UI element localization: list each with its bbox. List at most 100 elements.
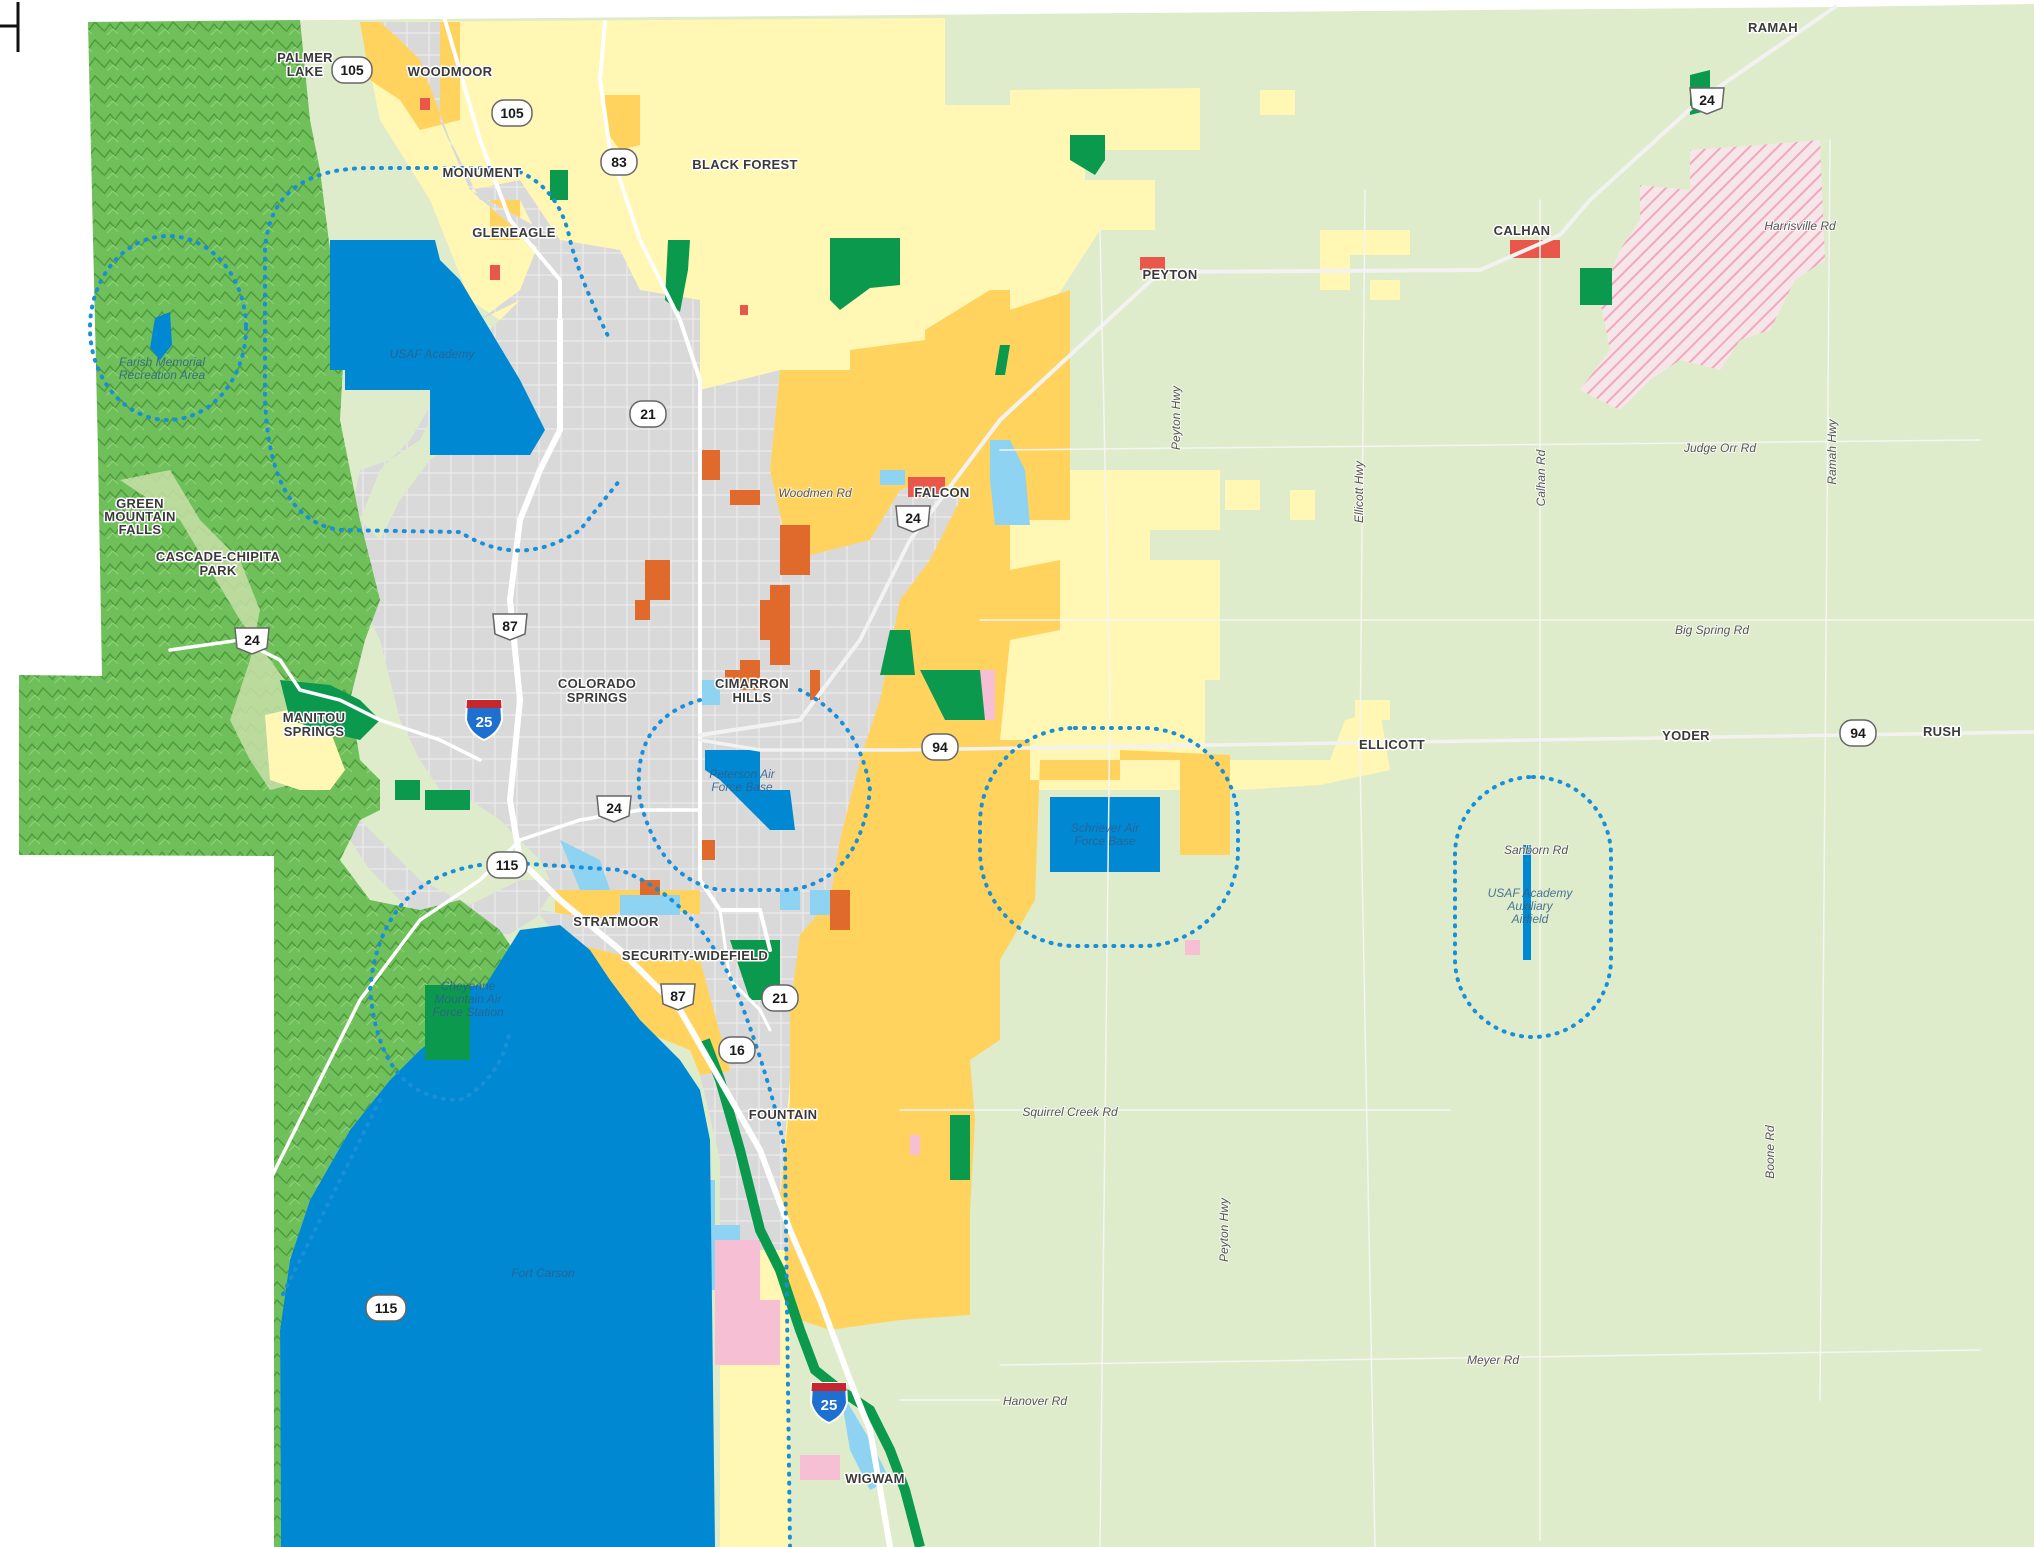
- shield-co-115-north: 115: [486, 851, 528, 879]
- place-gleneagle: GLENEAGLE: [472, 225, 556, 240]
- place-ramah: RAMAH: [1748, 20, 1798, 35]
- shield-us-24-ne: 24: [1689, 87, 1725, 115]
- svg-text:87: 87: [502, 618, 518, 634]
- place-monument: MONUMENT: [443, 165, 522, 180]
- zone-commercial-blocks: [635, 450, 850, 930]
- road-hanover-rd: Hanover Rd: [1003, 1394, 1067, 1408]
- place-fountain: FOUNTAIN: [749, 1107, 818, 1122]
- place-falcon: FALCON: [914, 485, 969, 500]
- road-woodmen-rd: Woodmen Rd: [778, 486, 852, 500]
- shield-co-105-north: 105: [331, 56, 373, 84]
- road-judge-orr-rd: Judge Orr Rd: [1683, 441, 1756, 455]
- zone-mountain-valley-light: [120, 470, 330, 790]
- svg-text:16: 16: [729, 1042, 745, 1058]
- shield-us-24-west: 24: [234, 627, 270, 655]
- facility-usaf-academy: USAF Academy: [390, 347, 476, 361]
- zone-harrisville-hatch: [1580, 140, 1825, 410]
- shield-us-87-north: 87: [492, 613, 528, 641]
- place-wigwam: WIGWAM: [845, 1471, 905, 1486]
- svg-text:21: 21: [772, 990, 788, 1006]
- place-woodmoor: WOODMOOR: [408, 64, 493, 79]
- shield-us-24-central: 24: [596, 795, 632, 823]
- fountain-creek-corridor: [700, 1038, 925, 1547]
- svg-text:24: 24: [244, 632, 260, 648]
- road-big-spring-rd: Big Spring Rd: [1675, 623, 1749, 637]
- road-boone-rd: Boone Rd: [1763, 1125, 1777, 1179]
- shield-us-87-south: 87: [660, 983, 696, 1011]
- svg-text:21: 21: [640, 406, 656, 422]
- svg-text:94: 94: [932, 739, 948, 755]
- shield-co-83: 83: [600, 148, 638, 176]
- svg-text:25: 25: [821, 1397, 838, 1414]
- svg-text:24: 24: [606, 800, 622, 816]
- zone-aux-airfield-runway: [1523, 845, 1531, 960]
- zone-peterson-afb: [705, 750, 795, 830]
- shield-co-16: 16: [718, 1036, 756, 1064]
- route-shields: 105 105 83 24 21 24 24 87 94 94 24 115 8…: [234, 56, 1877, 1322]
- road-calhan-rd: Calhan Rd: [1534, 449, 1548, 506]
- road-sanborn-rd: Sanborn Rd: [1504, 843, 1568, 857]
- road-labels: Harrisville Rd Judge Orr Rd Big Spring R…: [777, 218, 1840, 1409]
- place-ellicott: ELLICOTT: [1359, 737, 1425, 752]
- svg-text:94: 94: [1850, 725, 1866, 741]
- road-peyton-hwy-north: Peyton Hwy: [1169, 385, 1183, 450]
- shield-co-94-west: 94: [921, 733, 959, 761]
- zone-schriever-afb: [1050, 797, 1160, 872]
- shield-co-21-north: 21: [629, 400, 667, 428]
- road-ramah-hwy: Ramah Hwy: [1825, 418, 1839, 484]
- place-black-forest: BLACK FOREST: [692, 157, 797, 172]
- dotted-zone-outlines: [88, 166, 1613, 1547]
- shield-co-105-east: 105: [491, 99, 533, 127]
- place-security-widefield: SECURITY-WIDEFIELD: [622, 948, 768, 963]
- road-ellicott-hwy: Ellicott Hwy: [1352, 460, 1366, 523]
- svg-text:24: 24: [905, 510, 921, 526]
- svg-text:105: 105: [500, 105, 524, 121]
- shield-co-21-south: 21: [761, 984, 799, 1012]
- road-harrisville-rd: Harrisville Rd: [1764, 219, 1836, 233]
- svg-text:105: 105: [340, 62, 364, 78]
- interstate-i25-south: 25: [809, 1382, 849, 1425]
- zone-fort-carson: [280, 925, 715, 1547]
- shield-co-115-south: 115: [365, 1294, 407, 1322]
- shield-us-24-falcon: 24: [895, 505, 931, 533]
- svg-text:25: 25: [476, 714, 493, 731]
- place-peyton: PEYTON: [1142, 267, 1197, 282]
- place-calhan: CALHAN: [1494, 223, 1551, 238]
- place-rush: RUSH: [1923, 724, 1961, 739]
- svg-text:115: 115: [496, 857, 519, 873]
- interstate-i25-north: 25: [464, 699, 504, 742]
- svg-text:115: 115: [375, 1300, 398, 1316]
- facility-fort-carson: Fort Carson: [511, 1266, 575, 1280]
- interstate-shields: 25 25: [464, 699, 849, 1425]
- place-stratmoor: STRATMOOR: [573, 914, 659, 929]
- road-meyer-rd: Meyer Rd: [1467, 1353, 1519, 1367]
- place-yoder: YODER: [1662, 728, 1710, 743]
- road-squirrel-creek-rd: Squirrel Creek Rd: [1022, 1105, 1118, 1119]
- svg-text:24: 24: [1699, 92, 1715, 108]
- zone-usaf-academy: [330, 240, 545, 455]
- corner-mark: [0, 2, 20, 52]
- zone-urban-colorado-springs: [290, 22, 800, 1200]
- svg-text:83: 83: [611, 154, 627, 170]
- zone-urban-east: [760, 480, 960, 935]
- shield-co-94-east: 94: [1839, 719, 1877, 747]
- svg-text:87: 87: [670, 988, 686, 1004]
- zone-medium-density-north: [360, 22, 640, 500]
- road-peyton-hwy-south: Peyton Hwy: [1217, 1197, 1231, 1262]
- zone-farish-memorial: [150, 312, 172, 360]
